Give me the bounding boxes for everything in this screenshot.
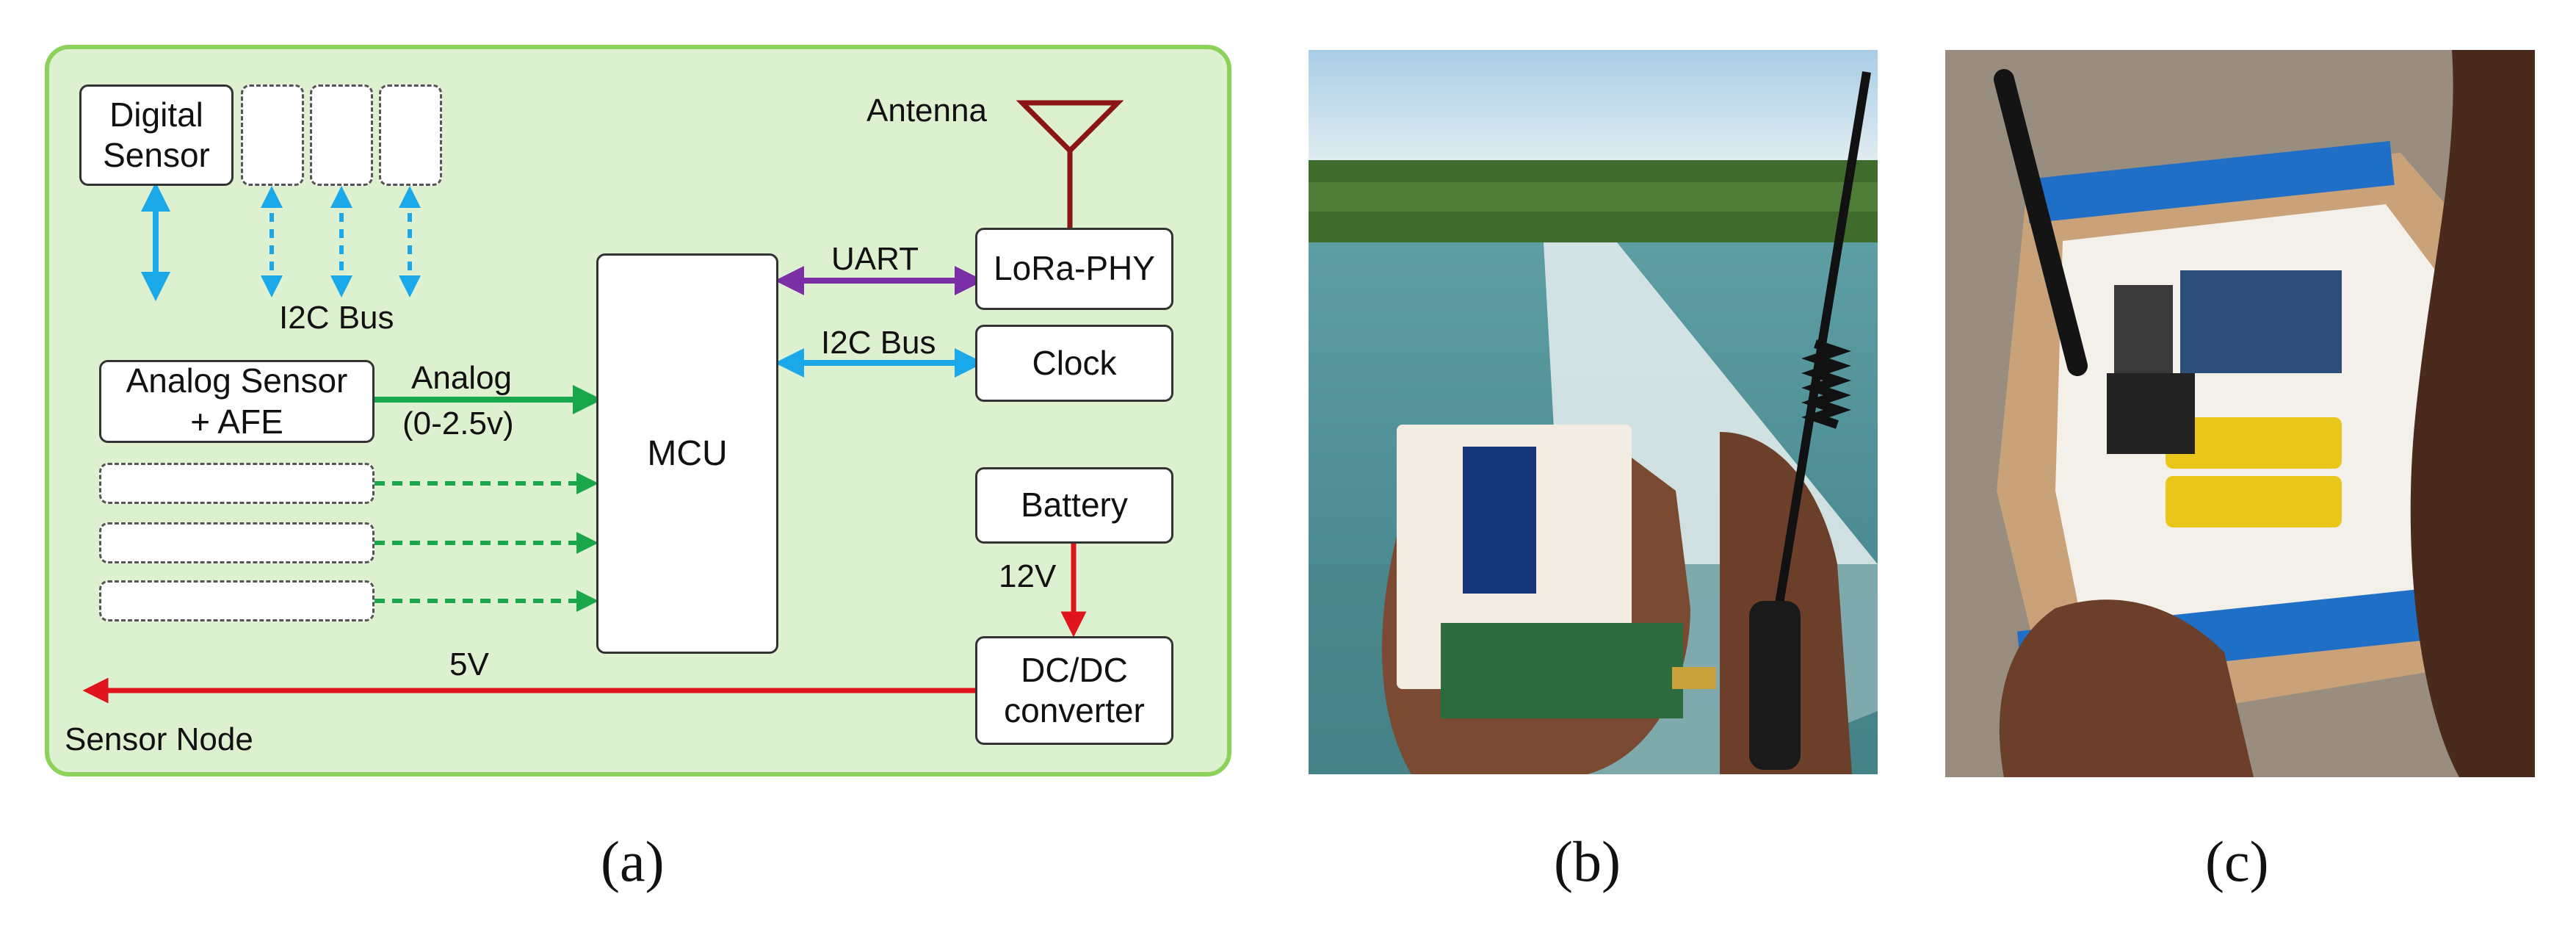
digital-sensor-block: Digital Sensor — [79, 84, 234, 186]
digital-sensor-slot-2 — [310, 84, 373, 186]
caption-a: (a) — [601, 829, 665, 893]
i2c-bus-mcu-label: I2C Bus — [821, 325, 936, 361]
digital-sensor-slot-3 — [379, 84, 442, 186]
sensor-node-label: Sensor Node — [65, 721, 253, 757]
caption-c: (c) — [2205, 829, 2269, 893]
lora-phy-block: LoRa-PHY — [975, 228, 1173, 310]
photo-field-deployment — [1945, 50, 2535, 777]
clock-block: Clock — [975, 325, 1173, 402]
antenna-label: Antenna — [866, 93, 987, 129]
5v-label: 5V — [449, 646, 489, 682]
photo-handheld-node-illustration — [1309, 50, 1878, 774]
caption-b: (b) — [1554, 829, 1621, 893]
12v-label: 12V — [999, 558, 1057, 594]
photo-handheld-node — [1309, 50, 1878, 774]
uart-label: UART — [831, 241, 919, 277]
digital-sensor-slot-1 — [241, 84, 304, 186]
analog-label: Analog — [411, 360, 513, 396]
analog-sensor-slot-3 — [99, 580, 375, 621]
dcdc-converter-block: DC/DC converter — [975, 636, 1173, 745]
analog-range-label: (0-2.5v) — [402, 405, 514, 441]
antenna-icon — [1016, 100, 1124, 154]
analog-sensor-slot-1 — [99, 463, 375, 504]
analog-sensor-block: Analog Sensor + AFE — [99, 360, 375, 443]
mcu-block: MCU — [596, 253, 778, 654]
battery-block: Battery — [975, 467, 1173, 544]
analog-sensor-slot-2 — [99, 522, 375, 563]
i2c-bus-label: I2C Bus — [279, 300, 394, 336]
photo-field-deployment-illustration — [1945, 50, 2535, 777]
